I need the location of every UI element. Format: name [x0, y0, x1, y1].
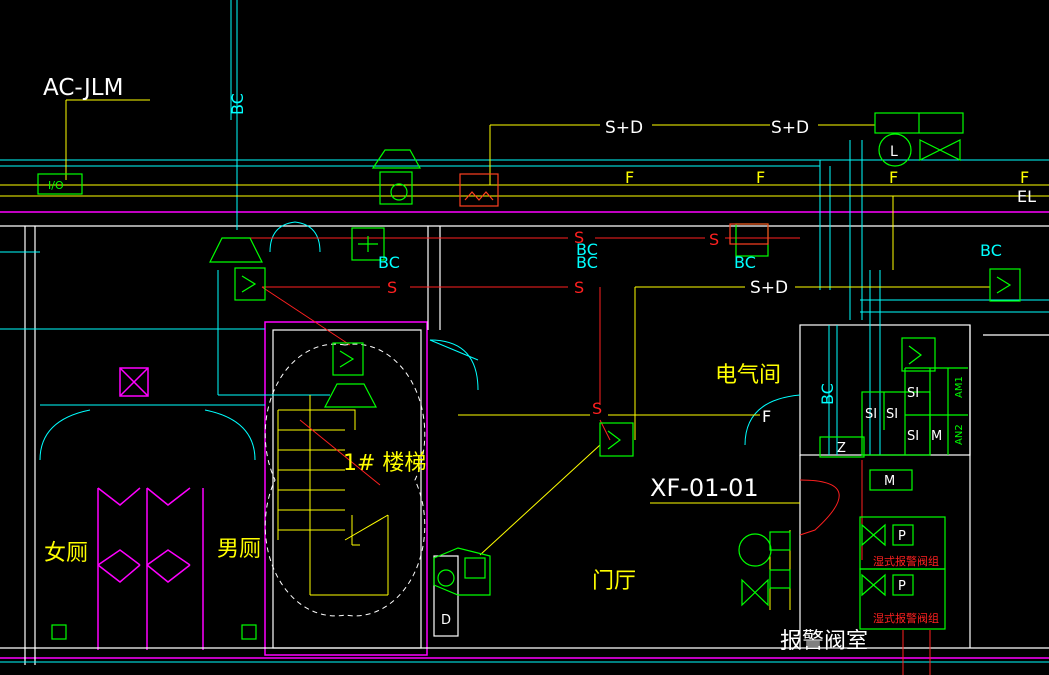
label-lobby: 门厅: [592, 569, 636, 594]
label-f-3: F: [889, 168, 898, 187]
label-sd-mid: S+D: [750, 278, 788, 298]
yellow-wiring: [0, 99, 1049, 610]
label-bc-2: BC: [576, 240, 598, 259]
label-m-box-2: M: [931, 429, 942, 444]
label-si-3: SI: [886, 407, 898, 422]
label-p-box-1: P: [898, 529, 906, 544]
label-bc-5: BC: [980, 241, 1002, 260]
labels: AC-JLM BC S+D S+D F F F F EL I/O BC BC B…: [43, 75, 1036, 654]
label-f-4: F: [1020, 168, 1029, 187]
label-p-box-2: P: [898, 579, 906, 594]
wall-lines: [0, 211, 1049, 659]
label-s-5: S: [592, 399, 602, 418]
label-m-box: M: [884, 474, 895, 489]
label-mens-wc: 男厕: [217, 537, 261, 562]
label-sd-top-1: S+D: [605, 118, 643, 138]
label-bc-1: BC: [378, 253, 400, 272]
label-valve-group-1: 湿式报警阀组: [873, 554, 939, 568]
label-si-2: SI: [865, 407, 877, 422]
label-alarm-valve-room: 报警阀室: [780, 629, 868, 654]
label-bc-3: BC: [576, 253, 598, 272]
red-devices: [459, 173, 769, 245]
white-walls: [0, 225, 1049, 665]
label-f-2: F: [756, 168, 765, 187]
label-womens-wc: 女厕: [44, 541, 88, 566]
stair-oval: [264, 343, 426, 617]
label-ac-jlm: AC-JLM: [43, 75, 123, 101]
label-stair: 1# 楼梯: [343, 451, 426, 476]
label-si-1: SI: [907, 386, 919, 401]
label-d-box: D: [441, 613, 451, 628]
label-sd-top-2: S+D: [771, 118, 809, 138]
label-electrical-room: 电气间: [715, 363, 781, 388]
label-bc-4: BC: [734, 253, 756, 272]
label-s-2: S: [709, 230, 719, 249]
label-bc-vertical-2: BC: [818, 383, 837, 405]
label-xf-code: XF-01-01: [650, 474, 759, 502]
label-l-circle: L: [890, 144, 898, 160]
label-f-mid: F: [762, 407, 771, 426]
label-s-1: S: [574, 228, 584, 247]
label-valve-group-2: 湿式报警阀组: [873, 611, 939, 625]
label-io-module: I/O: [48, 179, 64, 192]
green-devices: [37, 112, 1021, 640]
label-s-4: S: [574, 278, 584, 297]
label-am1: AM1: [954, 376, 965, 398]
label-s-3: S: [387, 278, 397, 297]
label-f-1: F: [625, 168, 634, 187]
label-bc-vertical: BC: [228, 93, 247, 115]
label-si-4: SI: [907, 429, 919, 444]
label-el: EL: [1017, 187, 1036, 206]
label-an2: AN2: [954, 424, 965, 445]
label-z-box: Z: [837, 441, 846, 456]
